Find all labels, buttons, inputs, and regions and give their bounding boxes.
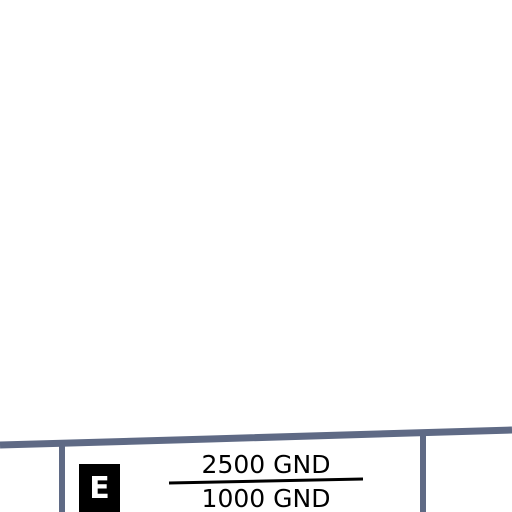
- altitude-ceiling-label: 2500 GND: [201, 450, 331, 479]
- altitude-floor-label: 1000 GND: [201, 484, 331, 512]
- airspace-boundary-top: [0, 426, 512, 449]
- altitude-divider: [168, 477, 364, 485]
- airspace-class-badge: E: [79, 464, 120, 512]
